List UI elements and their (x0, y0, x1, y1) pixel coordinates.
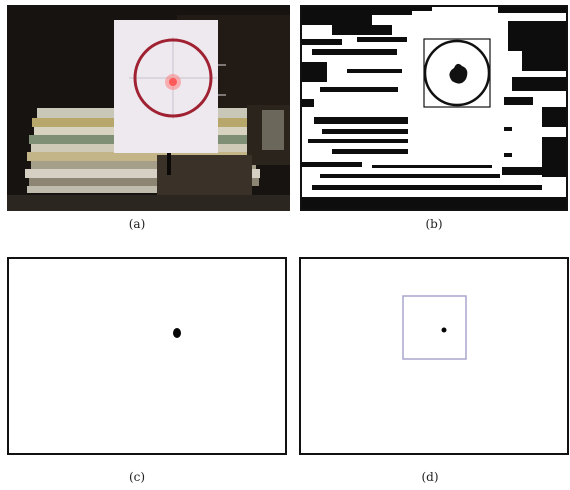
binary-noise (302, 7, 566, 209)
camera-frame-panel (7, 5, 290, 211)
caption-c: (c) (128, 470, 146, 484)
binary-frame-panel (300, 5, 568, 211)
caption-d: (d) (421, 470, 439, 484)
detection-panel (299, 257, 569, 455)
target-ring (423, 39, 491, 107)
laser-spot-mask (173, 328, 181, 338)
detected-spot (441, 327, 447, 333)
caption-b: (b) (425, 217, 443, 231)
detected-blob (449, 63, 468, 84)
detection-box (402, 295, 467, 360)
target-card (114, 20, 226, 153)
caption-a: (a) (128, 217, 146, 231)
spot-mask-panel (7, 257, 287, 455)
laser-spot (169, 78, 177, 86)
